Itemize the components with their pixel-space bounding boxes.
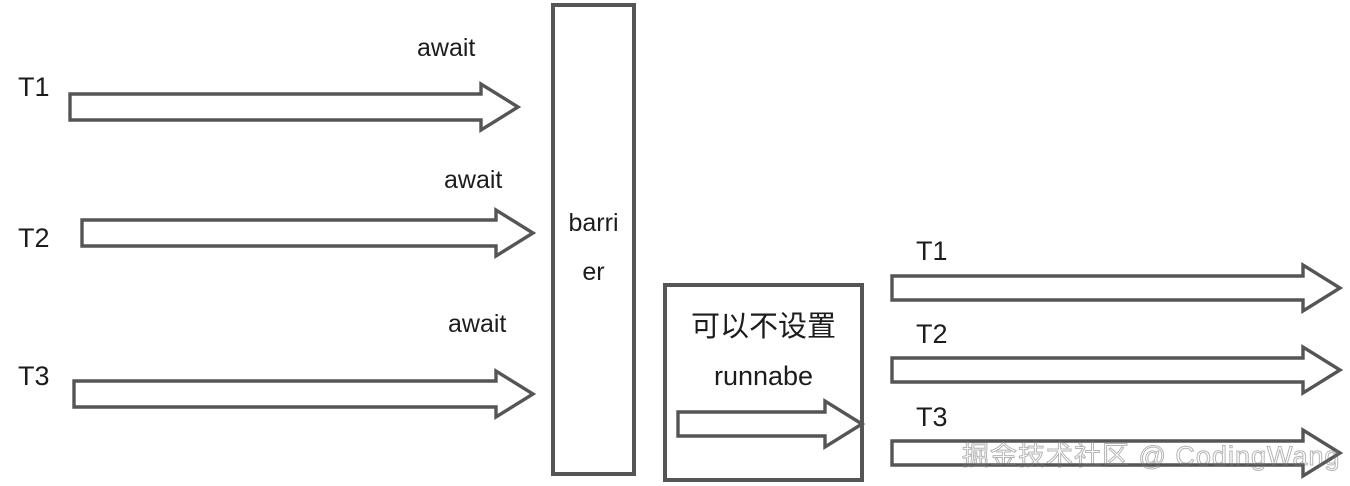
right-lane-label-t1: T1 — [916, 236, 948, 266]
runnable-box-label-runnable: runnabe — [713, 361, 814, 391]
left-lane-label-t3: T3 — [18, 361, 50, 391]
left-lane-await-label-t3: await — [448, 310, 507, 338]
left-lane-await-label-t1: await — [417, 34, 476, 62]
runnable-box: 可以不设置 runnabe — [663, 283, 866, 482]
right-lane-label-t2: T2 — [916, 319, 948, 349]
left-lane-await-label-t2: await — [444, 166, 503, 194]
barrier-box: barri er — [551, 3, 636, 476]
barrier-label-line2: er — [582, 258, 605, 286]
await-arrow-t2 — [80, 206, 537, 260]
left-lane-label-t2: T2 — [18, 223, 50, 253]
result-arrow-t1 — [890, 261, 1344, 315]
result-arrow-t2 — [890, 343, 1344, 397]
await-arrow-t3 — [72, 367, 537, 421]
await-arrow-t1 — [68, 80, 522, 134]
right-lane-label-t3: T3 — [916, 402, 948, 432]
watermark: 掘金技术社区 @ CodingWang — [962, 441, 1341, 471]
runnable-box-label-cn: 可以不设置 — [690, 311, 836, 343]
barrier-label-line1: barri — [568, 209, 619, 237]
left-lane-label-t1: T1 — [18, 72, 50, 102]
result-arrow-t3 — [890, 426, 1344, 480]
runnable-arrow — [676, 397, 866, 451]
